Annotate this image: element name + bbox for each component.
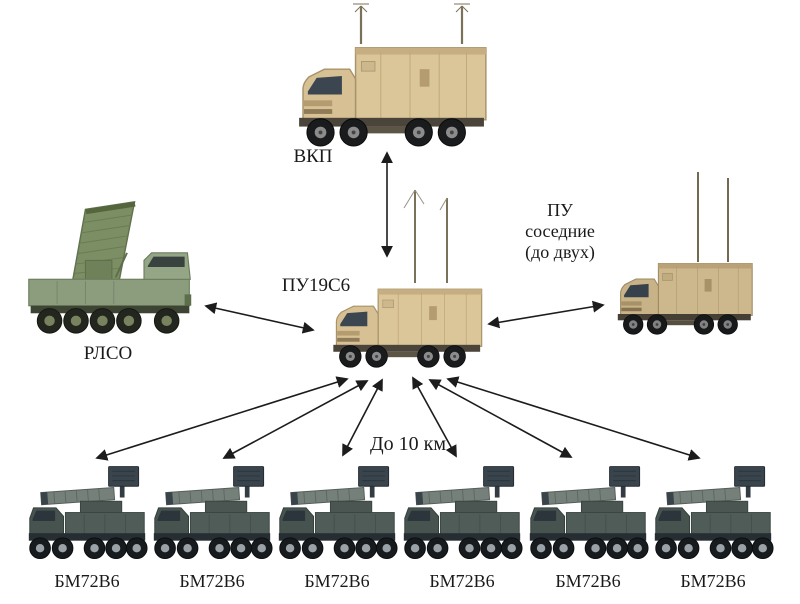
neighbor-pu-label-line1: ПУ [547, 200, 573, 220]
vkp-vehicle-image [298, 3, 487, 147]
pu19s6-label: ПУ19С6 [281, 275, 351, 296]
arrow-rlso-pu19s6 [204, 302, 315, 334]
rlso-label: РЛСО [83, 343, 133, 364]
neighbor-pu-vehicle-image [617, 172, 753, 335]
bm72v6-label-4: БМ72В6 [429, 571, 495, 591]
bm72v6-label-5: БМ72В6 [555, 571, 621, 591]
bm72v6-vehicle-image-1 [26, 463, 148, 563]
rlso-vehicle-image [27, 200, 193, 335]
bm72v6-label-2: БМ72В6 [179, 571, 245, 591]
bm72v6-label-6: БМ72В6 [680, 571, 746, 591]
neighbor-pu-label-line3: (до двух) [525, 242, 595, 262]
neighbor-pu-label-line2: соседние [525, 221, 595, 241]
arrow-pu19s6-bm1 [95, 376, 349, 461]
arrow-pu19s6-bm5 [428, 379, 573, 458]
bm72v6-vehicle-image-3 [276, 463, 398, 563]
vkp-label: ВКП [293, 146, 333, 167]
bm72v6-vehicle-image-6 [652, 463, 774, 563]
bm72v6-vehicle-image-5 [527, 463, 649, 563]
arrow-pu19s6-neighbor [487, 300, 605, 329]
arrow-pu19s6-bm2 [222, 380, 369, 459]
range-annotation: До 10 км [369, 433, 447, 455]
bm72v6-vehicle-image-2 [151, 463, 273, 563]
neighbor-pu-label: ПУ соседние (до двух) [525, 200, 595, 263]
bm72v6-label-3: БМ72В6 [304, 571, 370, 591]
pu19s6-vehicle-image [332, 189, 483, 368]
arrow-pu19s6-bm6 [446, 376, 701, 461]
bm72v6-vehicle-image-4 [401, 463, 523, 563]
bm72v6-label-1: БМ72В6 [54, 571, 120, 591]
